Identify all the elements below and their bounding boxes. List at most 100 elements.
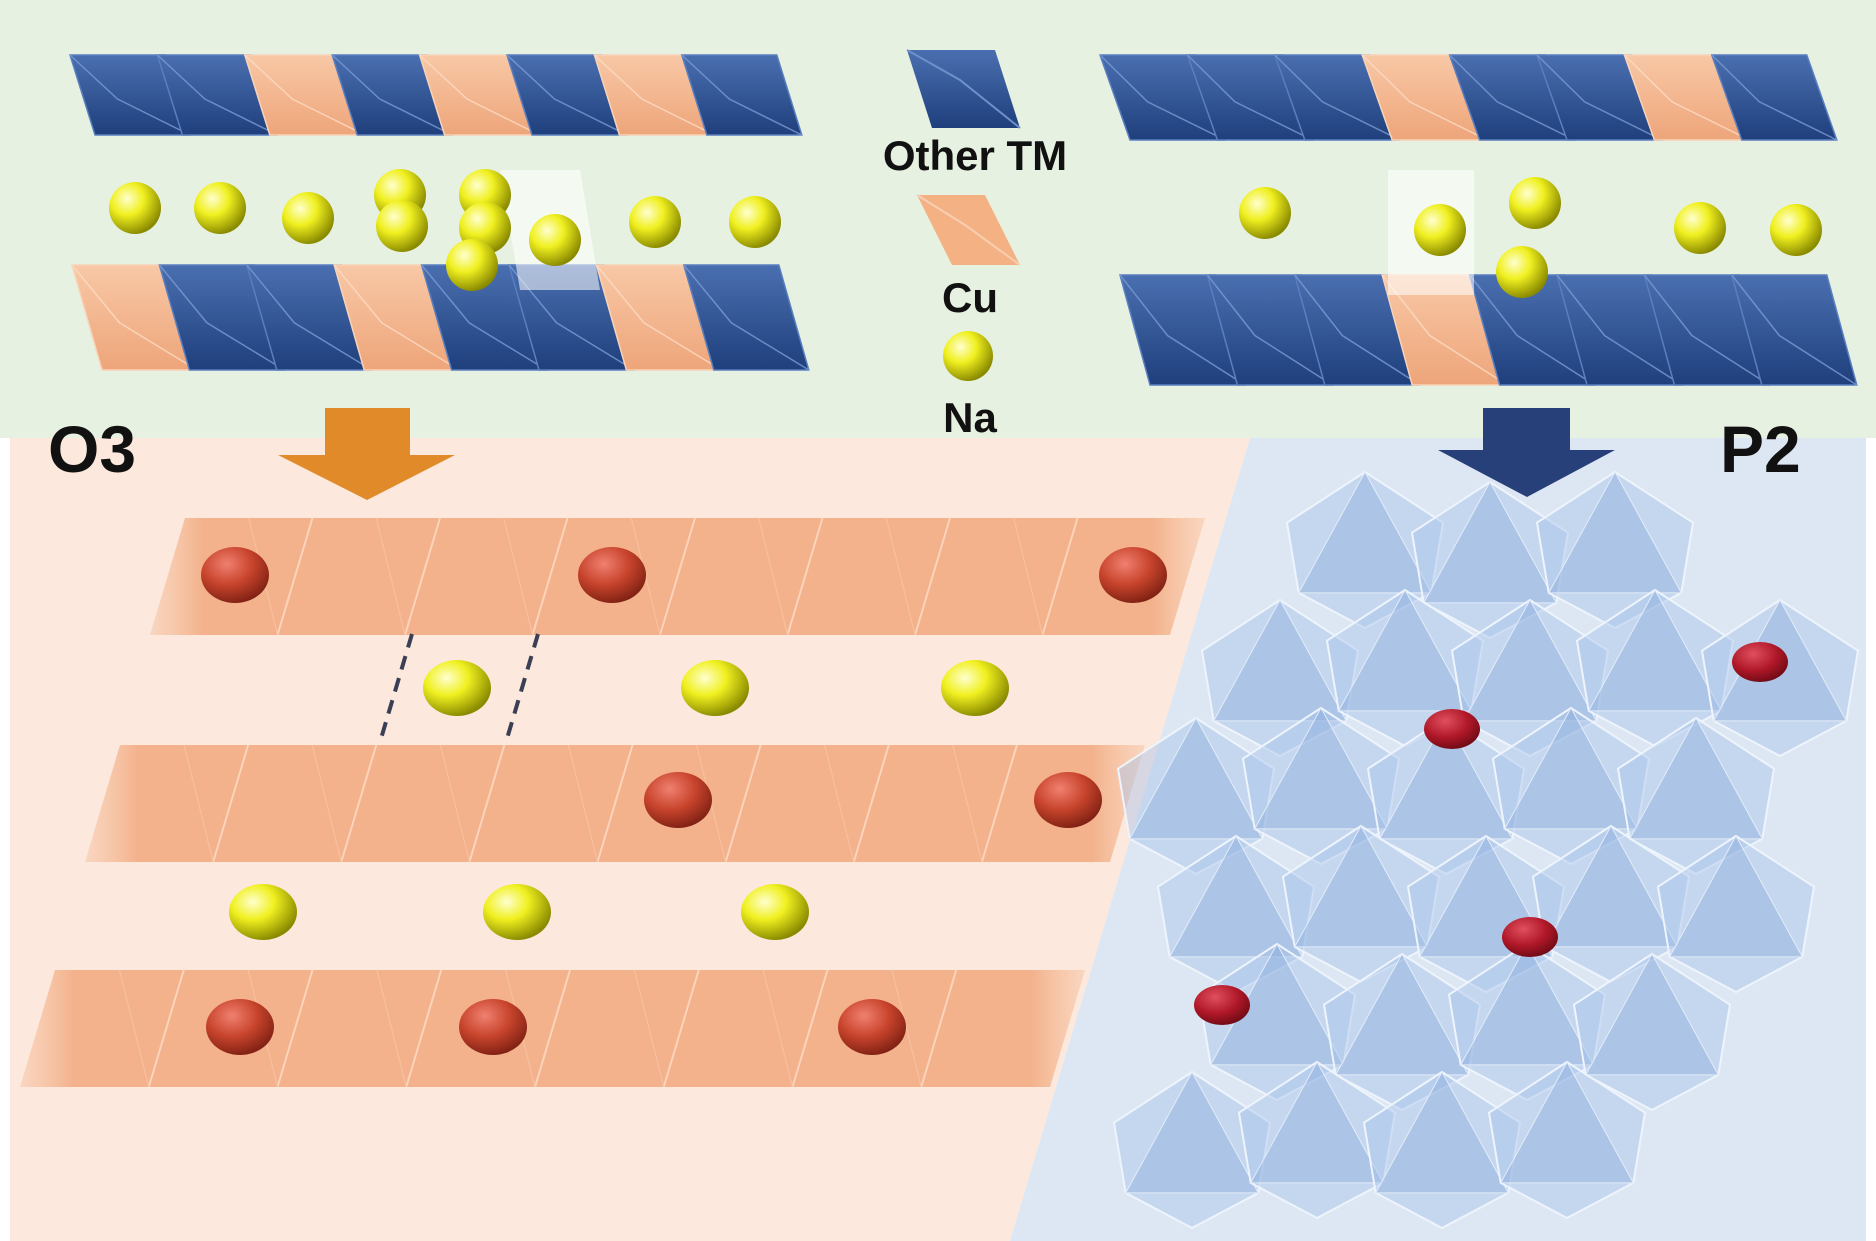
octahedron-edge <box>1711 54 1838 141</box>
p2-octahedron <box>1575 588 1735 748</box>
p2-octahedron-face <box>1543 824 1679 948</box>
legend-label-other-tm: Other TM <box>883 132 1067 179</box>
octahedron-edge <box>71 264 198 371</box>
na-atom <box>229 884 297 940</box>
octahedron-edge <box>1099 54 1226 141</box>
cu-site-atom <box>644 772 712 828</box>
octahedron-edge <box>421 264 547 371</box>
strip-facet-diagonal <box>952 744 983 863</box>
octahedron-edge <box>331 54 453 136</box>
octahedron-edge <box>1469 274 1596 386</box>
p2-octahedron-face <box>1124 1070 1260 1194</box>
p2-octahedron-face <box>1378 716 1514 840</box>
strip-facet-diagonal <box>118 969 150 1088</box>
strip-facet-line <box>724 744 762 863</box>
octahedron-edge <box>1186 54 1313 141</box>
p2-octahedron <box>1410 480 1570 640</box>
o3-layered-structure <box>68 54 810 371</box>
strip-facet-line <box>147 969 185 1088</box>
octahedron-edge <box>506 54 628 136</box>
p2-octahedron-face <box>1253 706 1389 830</box>
o3-cu-layer-strips <box>20 517 1205 1088</box>
na-atom <box>741 884 809 940</box>
strip-facet-diagonal <box>1013 517 1043 636</box>
p2-octahedron <box>1200 598 1360 758</box>
p2-octahedron-face <box>1499 1060 1635 1184</box>
other-tm-swatch <box>907 50 1020 128</box>
octahedron-edge <box>1294 274 1421 386</box>
octahedron-edge <box>1206 274 1333 386</box>
na-atom <box>1770 204 1822 256</box>
na-atom <box>1509 177 1561 229</box>
na-atom <box>282 192 334 244</box>
p2-octahedron <box>1450 598 1610 758</box>
strip-facet-line <box>1041 517 1079 636</box>
na-atom <box>1496 246 1548 298</box>
octahedron-edge <box>1449 54 1575 141</box>
p2-octahedron <box>1366 716 1526 876</box>
dashed-guide-right <box>504 633 540 743</box>
p2-octahedron-face <box>1503 706 1639 830</box>
octahedron-edge <box>1731 274 1858 386</box>
p2-octahedron-face <box>1587 588 1723 712</box>
p2-octahedron-face <box>1584 952 1720 1076</box>
strip-facet-line <box>340 744 378 863</box>
p2-arrow <box>1438 408 1615 497</box>
octahedron-edge <box>681 54 803 136</box>
p2-octahedron-face <box>1374 1070 1510 1194</box>
na-atom <box>446 239 498 291</box>
p2-octahedron-face <box>1459 942 1595 1066</box>
na-atom <box>629 196 681 248</box>
na-atom <box>423 660 491 716</box>
strip-facet-line <box>662 969 700 1088</box>
p2-octahedron <box>1535 470 1695 630</box>
strip-facet-line <box>914 517 951 636</box>
octahedron-edge <box>244 54 366 136</box>
strip-facet-line <box>659 517 696 636</box>
cu-site-atom <box>1194 985 1250 1025</box>
p2-layered-structure <box>1098 54 1858 386</box>
cu-site-atom <box>1099 547 1167 603</box>
p2-octahedron <box>1700 598 1860 758</box>
na-atom <box>194 182 246 234</box>
strip-facet-line <box>791 969 829 1088</box>
strip-facet-line <box>212 744 250 863</box>
p2-octahedron-face <box>1547 470 1683 594</box>
octahedron-edge <box>1623 54 1750 141</box>
strip-facet-diagonal <box>376 969 407 1088</box>
p2-octahedron-face <box>1337 588 1473 712</box>
octahedron-edge <box>333 264 460 371</box>
octahedron-edge <box>593 54 715 136</box>
strip-facet-diagonal <box>375 517 406 636</box>
p2-octahedron <box>1531 824 1691 984</box>
p2-octahedron-face <box>1422 480 1558 604</box>
na-atom <box>1414 204 1466 256</box>
octahedron-edge <box>158 264 285 371</box>
cu-site-atom <box>1424 709 1480 749</box>
p2-octahedron <box>1325 588 1485 748</box>
octahedron-edge <box>683 264 810 371</box>
octahedron-edge <box>246 264 373 371</box>
na-atom <box>941 660 1009 716</box>
legend-label-cu: Cu <box>942 274 998 321</box>
octahedron-edge <box>1274 54 1401 141</box>
octahedron-edge <box>419 54 540 136</box>
octahedron-edge <box>1556 274 1683 386</box>
p2-octahedron-face <box>1668 834 1804 958</box>
o3-arrow <box>278 408 455 500</box>
p2-octahedron <box>1112 1070 1272 1230</box>
cu-swatch-edge <box>916 194 1021 266</box>
na-atom <box>109 182 161 234</box>
p2-octahedron <box>1491 706 1651 866</box>
p2-octahedron-face <box>1249 1060 1385 1184</box>
p2-octahedron-face <box>1628 716 1764 840</box>
legend-label-na: Na <box>943 394 997 441</box>
strip-facet-diagonal <box>762 969 793 1088</box>
p2-polyhedra-network <box>1112 470 1860 1230</box>
cu-site-atom <box>459 999 527 1055</box>
strip-facet-diagonal <box>311 744 342 863</box>
octahedron-edge <box>1119 274 1246 386</box>
p2-octahedron <box>1656 834 1816 994</box>
strip-facet-line <box>405 969 443 1088</box>
strip-facet-line <box>276 969 314 1088</box>
